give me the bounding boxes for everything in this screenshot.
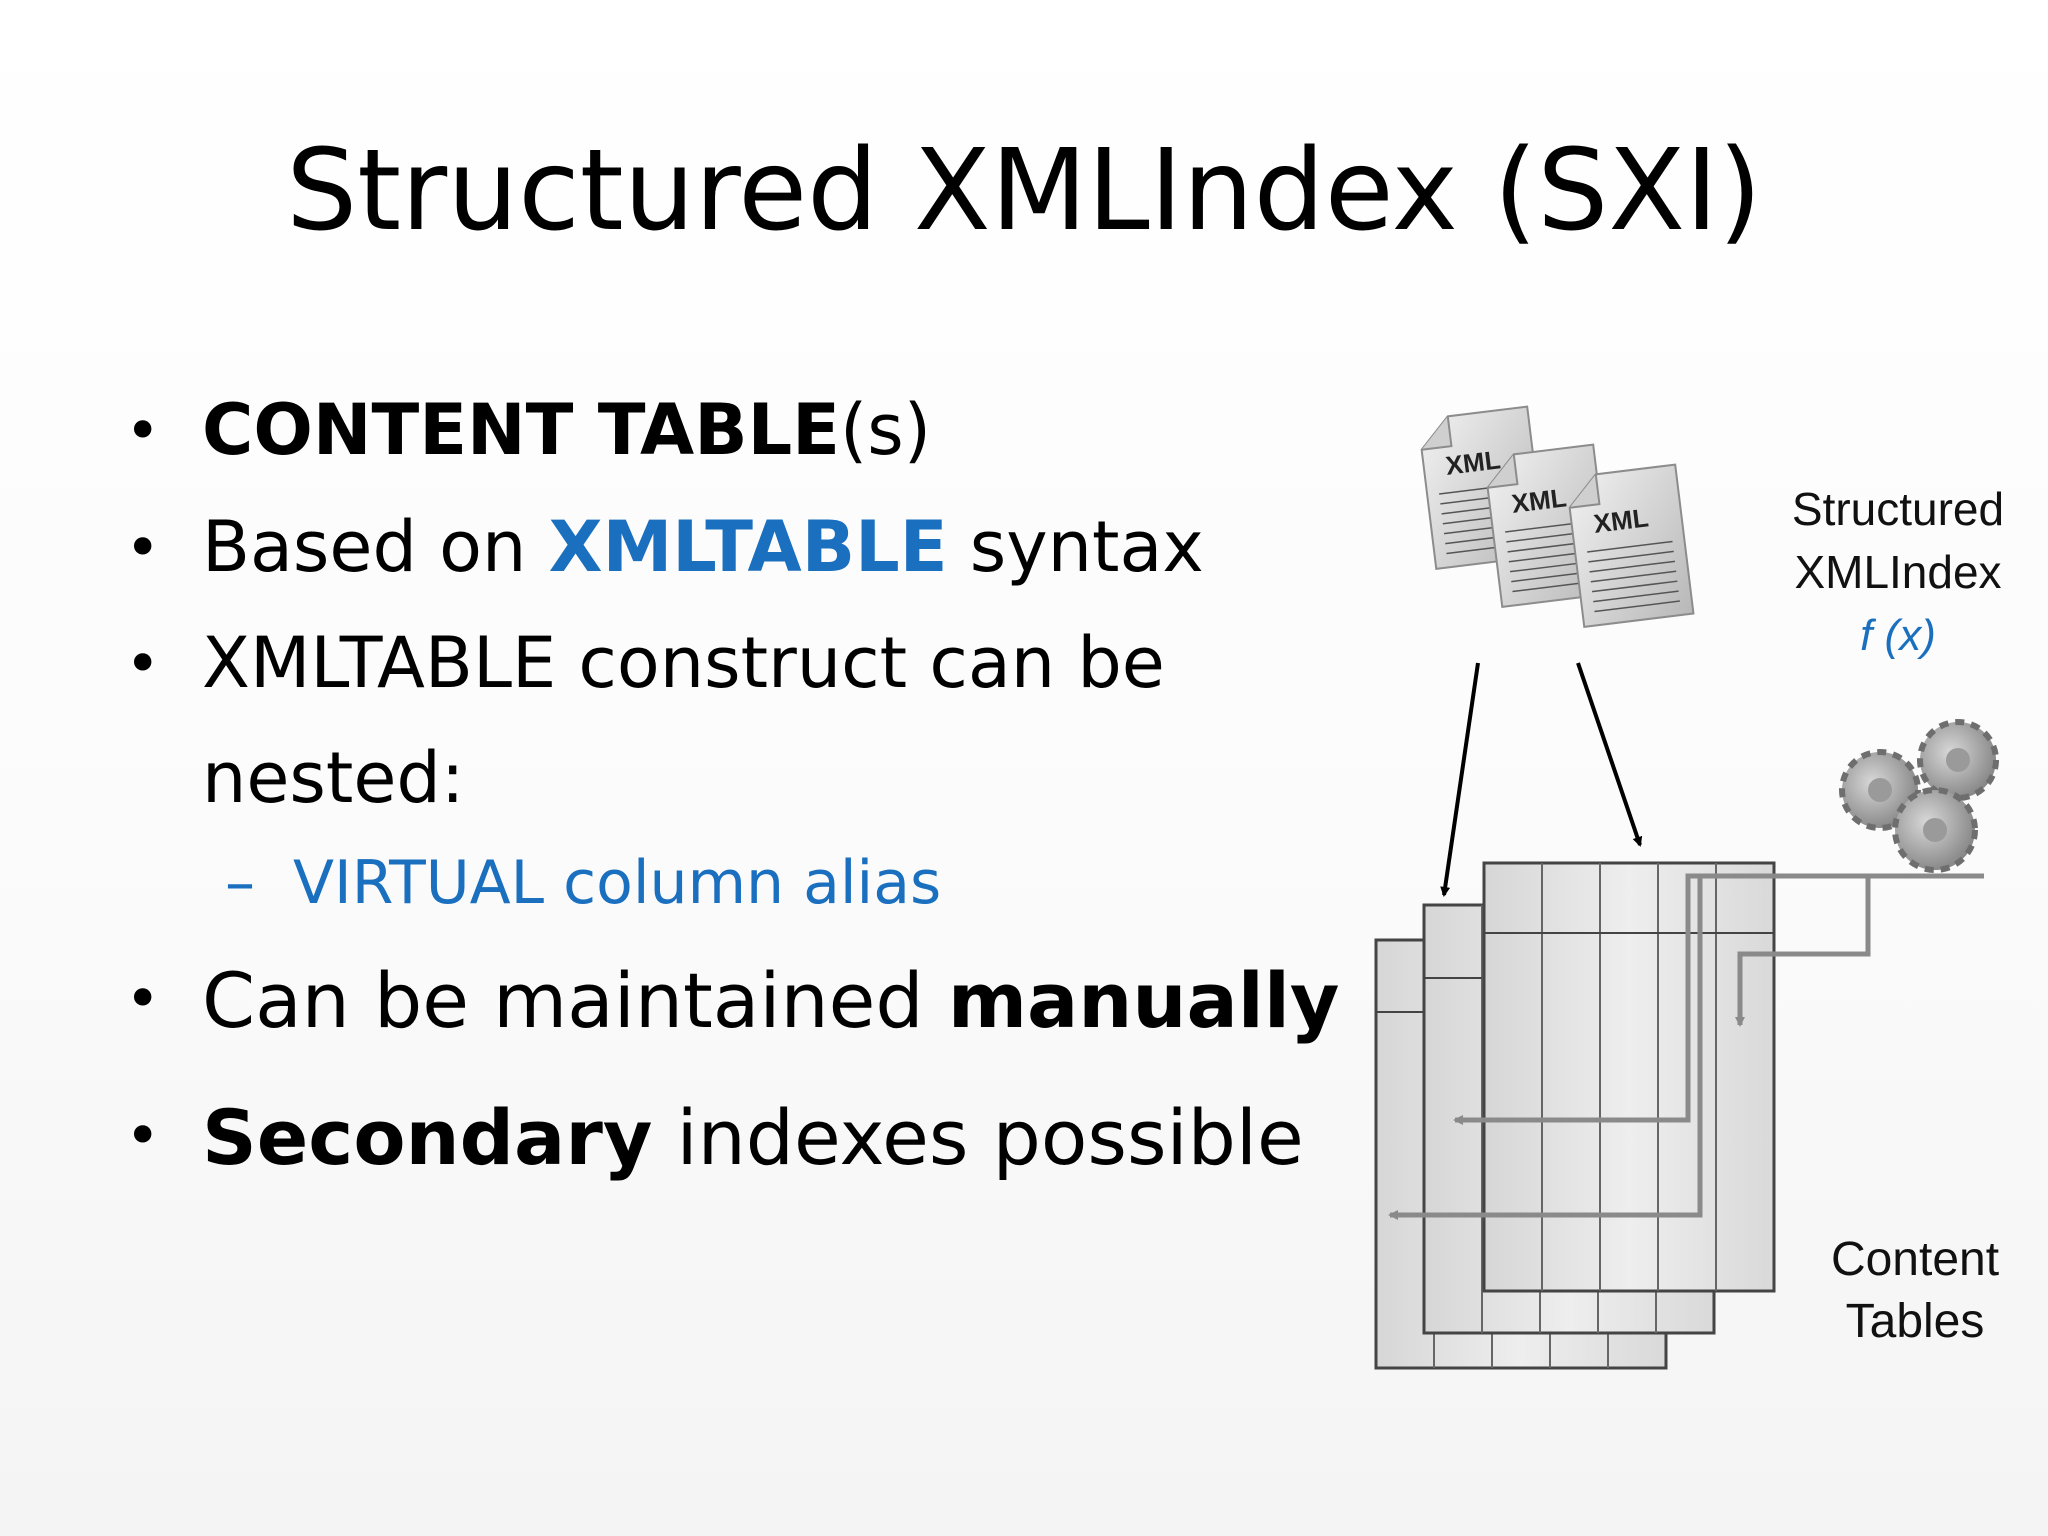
secondary-term: Secondary: [202, 1093, 653, 1182]
slide-title: Structured XMLIndex (SXI): [286, 126, 1762, 256]
bullet-text-line1: XMLTABLE construct can be: [202, 622, 1165, 704]
content-table-suffix: (s): [840, 389, 932, 471]
xmltable-keyword: XMLTABLE: [548, 506, 948, 588]
xml-doc-label: XML: [1592, 502, 1650, 538]
content-table: [1482, 861, 1776, 1293]
bullet-text-pre: Based on: [202, 506, 549, 588]
function-label: f (x): [1860, 611, 1936, 660]
tables-label-line1: Content: [1831, 1233, 1999, 1286]
bullet-text-post: indexes possible: [652, 1093, 1304, 1182]
manually-term: manually: [947, 956, 1340, 1045]
bullet-text-post: syntax: [947, 506, 1204, 588]
bullet-symbol: •: [125, 513, 161, 583]
sub-bullet-text: VIRTUAL column alias: [293, 848, 942, 918]
xml-doc-label: XML: [1510, 482, 1568, 518]
bullet-text-pre: Can be maintained: [202, 956, 948, 1045]
bullet-symbol: •: [125, 396, 161, 466]
xml-document-icon: XML: [1568, 463, 1695, 628]
xml-to-table-arrow: [1576, 662, 1643, 847]
gears-icon: [1839, 719, 1999, 873]
index-label-line1: Structured: [1792, 483, 2004, 535]
bullet-text-line2: nested:: [202, 737, 465, 819]
index-flow-arrows: [1388, 873, 1984, 1220]
content-table-term: CONTENT TABLE: [202, 389, 840, 471]
bullet-symbol: •: [125, 1101, 161, 1171]
index-label-line2: XMLIndex: [1794, 546, 2001, 598]
tables-label-line2: Tables: [1846, 1295, 1985, 1348]
bullet-symbol: •: [125, 629, 161, 699]
xml-to-table-arrow: [1440, 662, 1480, 897]
xml-doc-label: XML: [1444, 444, 1502, 480]
sub-bullet-dash: –: [225, 848, 255, 918]
bullet-symbol: •: [125, 964, 161, 1034]
